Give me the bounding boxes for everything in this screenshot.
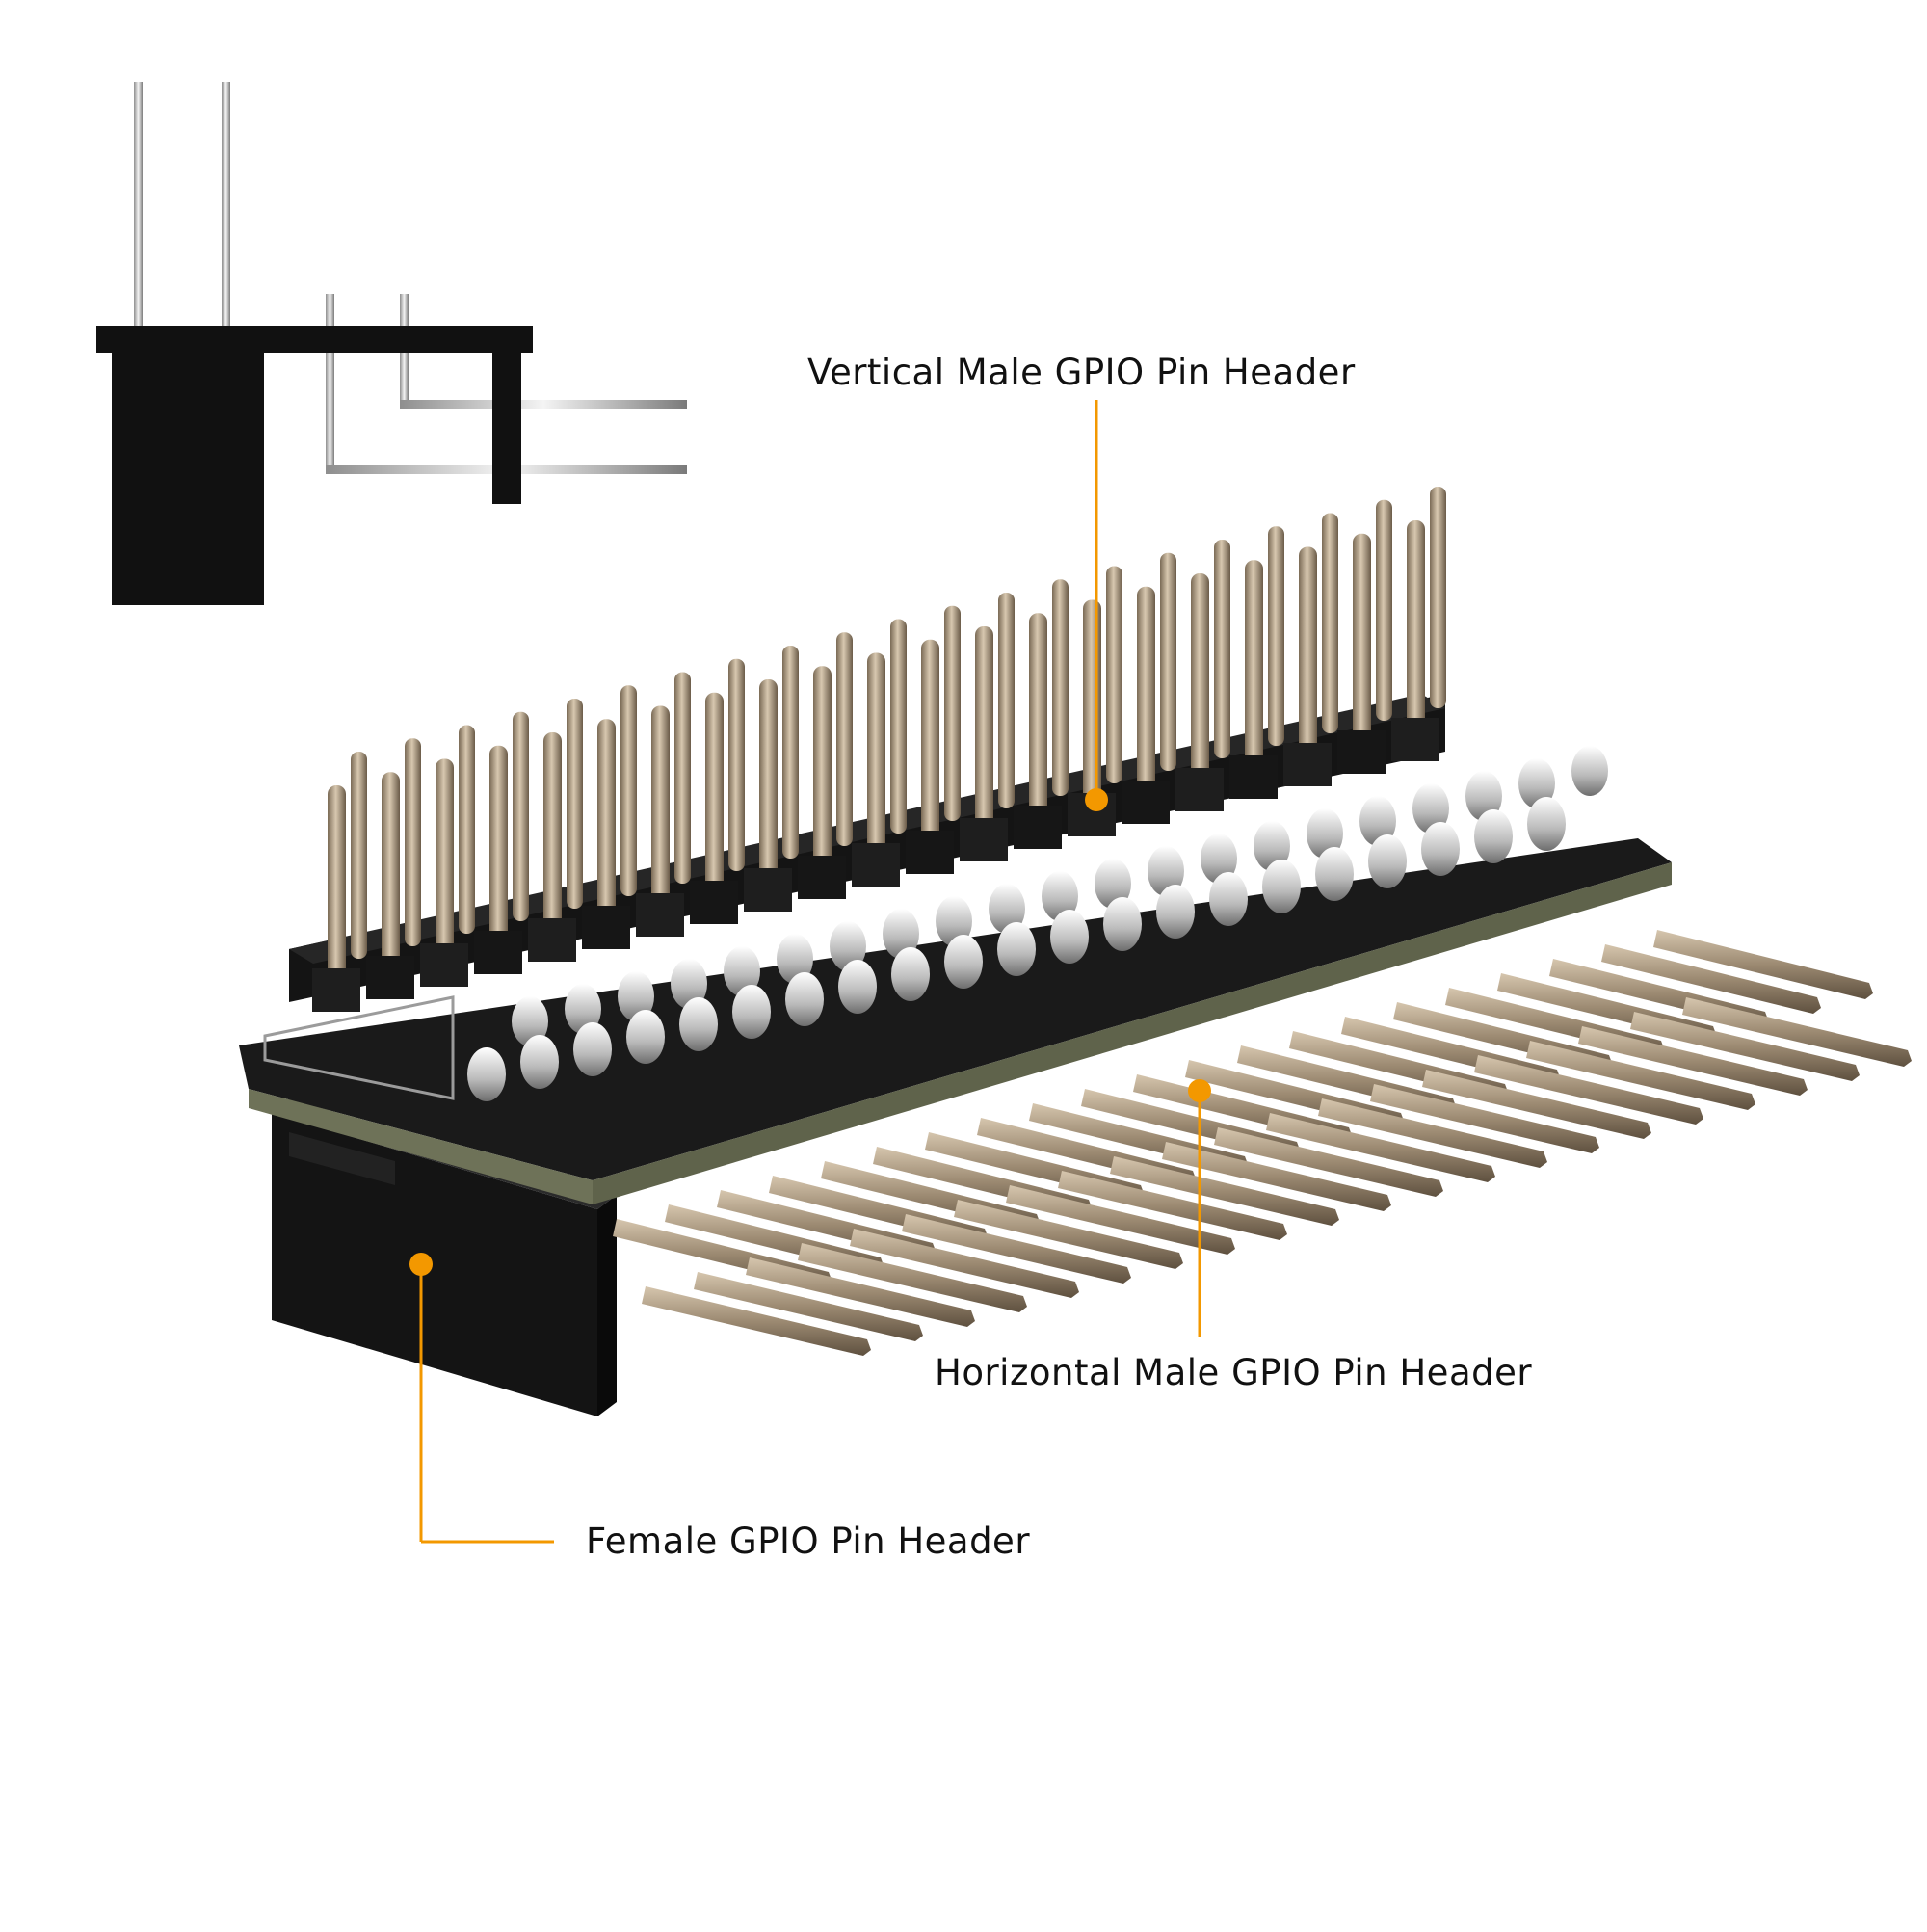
callout-vertical bbox=[1085, 400, 1108, 811]
horizontal-male-header-label: Horizontal Male GPIO Pin Header bbox=[935, 1352, 1533, 1393]
pcb-board bbox=[239, 838, 1672, 1204]
female-header-label: Female GPIO Pin Header bbox=[586, 1521, 1031, 1562]
callout-horizontal bbox=[1188, 1079, 1211, 1337]
callout-female bbox=[409, 1253, 554, 1544]
right-angle-header-icon bbox=[96, 82, 687, 605]
vertical-male-header-label: Vertical Male GPIO Pin Header bbox=[807, 352, 1356, 393]
solder-joint-row bbox=[467, 746, 1608, 1101]
horizontal-pin-row bbox=[613, 930, 1912, 1356]
vertical-pin-row bbox=[289, 487, 1446, 1012]
